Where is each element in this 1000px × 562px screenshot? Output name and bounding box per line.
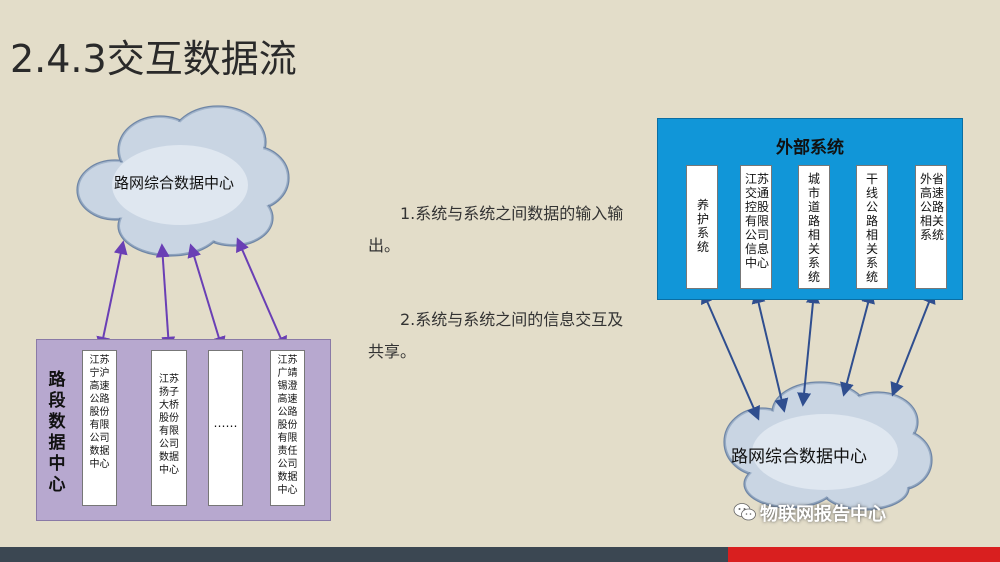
box-maintenance-text: 养护系统 [697, 198, 710, 254]
box-jiangsu-holdings-text: 江苏交通控股有限公司信息中心 [744, 172, 769, 270]
arrow-1 [96, 240, 128, 351]
arrow-r5 [890, 289, 936, 397]
right-cloud [723, 381, 933, 511]
body-paragraph-2: 2.系统与系统之间的信息交互及共享。 [368, 310, 624, 361]
box-trunk-highway: 干线公路相关系统 [856, 165, 888, 289]
box-ninghu: 江苏宁沪高速公路股份有限公司数据中心 [82, 350, 117, 506]
left-arrows [96, 237, 287, 351]
footer-bar-dark [0, 547, 728, 562]
segment-data-center-label: 路段数据中心 [48, 370, 66, 495]
body-paragraph-1: 1.系统与系统之间数据的输入输出。 [368, 204, 624, 255]
left-cloud [76, 105, 290, 257]
external-systems-panel: 外部系统 养护系统 江苏交通控股有限公司信息中心 城市道路相关系统 干线公路相关… [657, 118, 963, 300]
arrow-r1 [701, 289, 760, 421]
right-arrows [701, 289, 936, 421]
box-guangjing: 江苏广靖锡澄高速公路股份有限责任公司数据中心 [270, 350, 305, 506]
arrow-4 [236, 237, 287, 351]
external-systems-title: 外部系统 [776, 138, 844, 158]
arrow-r4 [840, 289, 875, 397]
arrow-r2 [751, 289, 789, 413]
watermark-text: 物联网报告中心 [760, 504, 886, 525]
footer-bar-red [728, 547, 1000, 562]
box-yangzi: 江苏扬子大桥股份有限公司数据中心 [151, 350, 187, 506]
box-trunk-highway-text: 干线公路相关系统 [866, 172, 879, 284]
arrow-2 [155, 243, 176, 351]
box-maintenance: 养护系统 [686, 165, 718, 289]
arrow-3 [187, 243, 226, 351]
box-urban-road-text: 城市道路相关系统 [808, 172, 821, 284]
page-title: 2.4.3交互数据流 [10, 37, 297, 81]
arrow-r3 [797, 289, 820, 407]
right-cloud-label: 路网综合数据中心 [731, 447, 867, 467]
box-urban-road: 城市道路相关系统 [798, 165, 830, 289]
box-jiangsu-holdings: 江苏交通控股有限公司信息中心 [740, 165, 772, 289]
wechat-icon [733, 503, 756, 521]
left-cloud-label: 路网综合数据中心 [114, 174, 235, 192]
box-other-province: 外省高速公路相关系统 [915, 165, 947, 289]
box-other-province-text: 外省高速公路相关系统 [919, 172, 944, 242]
box-ellipsis: …… [208, 350, 243, 506]
